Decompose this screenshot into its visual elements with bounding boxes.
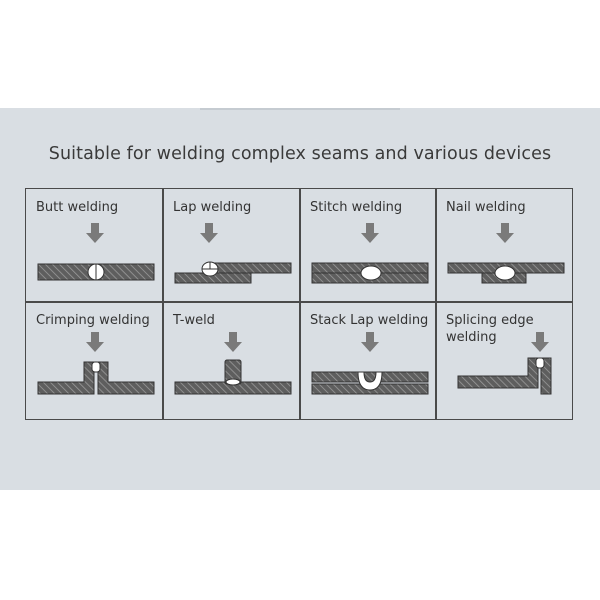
- arrow-down-icon: [531, 332, 549, 352]
- cell-nail-welding: Nail welding: [436, 189, 573, 302]
- stitch-welding-diagram: [311, 223, 429, 284]
- crimping-welding-diagram: [37, 332, 155, 395]
- cell-stitch-welding: Stitch welding: [300, 189, 436, 302]
- grid-divider: [162, 189, 164, 419]
- arrow-down-icon: [200, 223, 218, 243]
- cell-crimping-welding: Crimping welding: [26, 302, 163, 420]
- hatched-plate-icon: [97, 361, 155, 395]
- lap-welding-diagram: [174, 223, 292, 284]
- cell-butt-welding: Butt welding: [26, 189, 163, 302]
- cell-t-weld: T-weld: [163, 302, 300, 420]
- weld-bead-icon: [494, 265, 516, 281]
- arrow-down-icon: [86, 332, 104, 352]
- cell-lap-welding: Lap welding: [163, 189, 300, 302]
- page-title: Suitable for welding complex seams and v…: [48, 144, 552, 164]
- cell-label: Lap welding: [173, 200, 252, 215]
- splicing-edge-welding-diagram: [457, 332, 552, 395]
- cell-splicing-edge-welding: Splicing edge welding: [436, 302, 573, 420]
- hatched-plate-icon: [311, 371, 429, 383]
- hatched-plate-icon: [457, 357, 539, 389]
- nail-welding-diagram: [447, 223, 565, 284]
- arrow-down-icon: [86, 223, 104, 243]
- butt-welding-diagram: [37, 223, 155, 281]
- hatched-plate-icon: [210, 262, 292, 274]
- weld-bead-icon: [357, 371, 383, 391]
- arrow-down-icon: [361, 223, 379, 243]
- cell-label: Splicing edge welding: [446, 313, 534, 345]
- arrow-down-icon: [361, 332, 379, 352]
- cell-stack-lap-welding: Stack Lap welding: [300, 302, 436, 420]
- cell-label: Nail welding: [446, 200, 526, 215]
- weld-bead-icon: [91, 361, 101, 373]
- weld-bead-icon: [360, 265, 382, 281]
- hatched-plate-icon: [540, 357, 552, 395]
- weld-type-grid: Butt welding Lap welding Stitch welding: [25, 188, 573, 420]
- grid-divider: [299, 189, 301, 419]
- band-top-accent: [200, 108, 400, 110]
- cell-label: Butt welding: [36, 200, 119, 215]
- cell-label: Stack Lap welding: [310, 313, 429, 328]
- weld-bead-icon: [535, 357, 545, 369]
- weld-bead-icon: [225, 378, 241, 386]
- t-weld-diagram: [174, 332, 292, 395]
- cell-label: Crimping welding: [36, 313, 150, 328]
- cell-label: Stitch welding: [310, 200, 403, 215]
- grid-divider: [26, 301, 572, 303]
- hatched-plate-icon: [37, 361, 95, 395]
- arrow-down-icon: [224, 332, 242, 352]
- arrow-down-icon: [496, 223, 514, 243]
- cell-label: T-weld: [173, 313, 215, 328]
- stack-lap-welding-diagram: [311, 332, 429, 395]
- grid-divider: [435, 189, 437, 419]
